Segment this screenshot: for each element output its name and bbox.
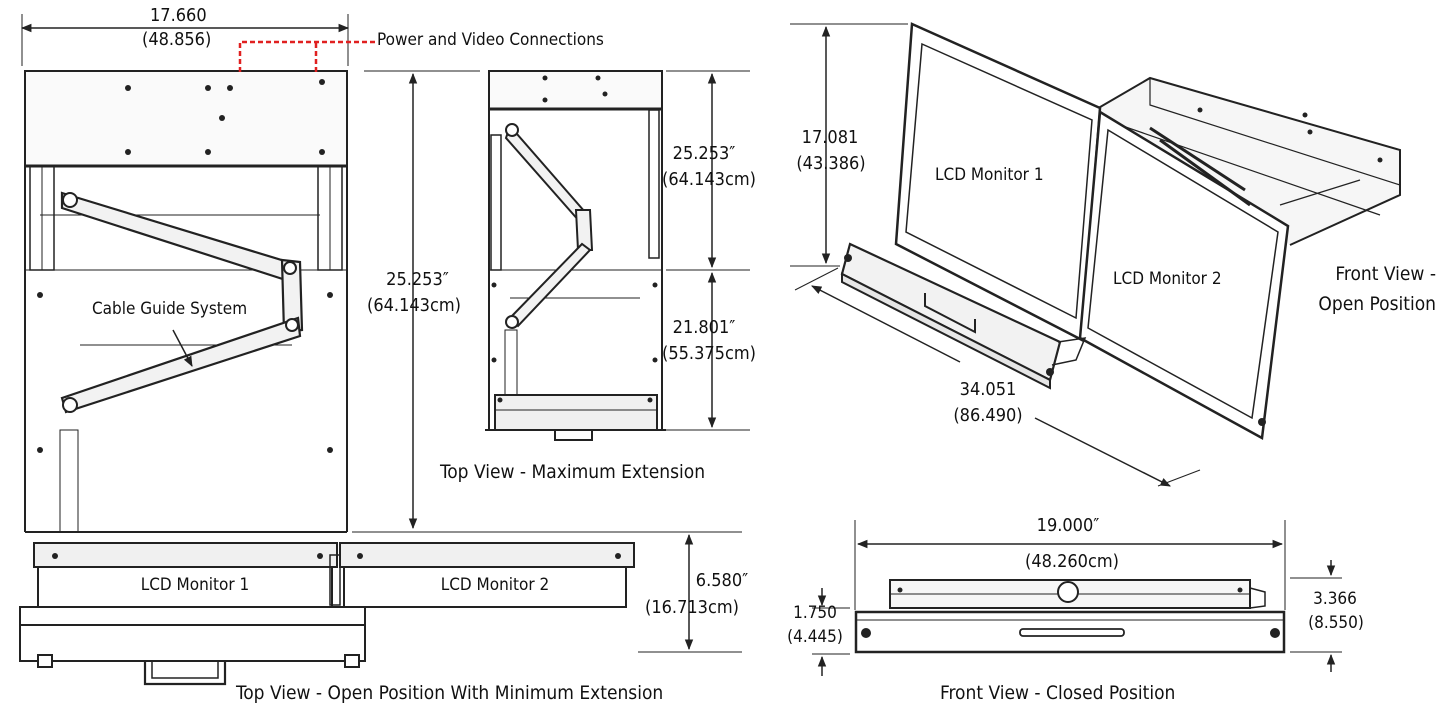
height-closed-left-in: 1.750 xyxy=(793,603,837,623)
depth-max-lower-in: 21.801″ xyxy=(672,317,736,338)
height-closed-right-in: 3.366 xyxy=(1313,589,1357,609)
diagonal-open-cm: (86.490) xyxy=(953,405,1023,426)
depth-max-upper-in: 25.253″ xyxy=(672,143,736,164)
depth-open-cm: (64.143cm) xyxy=(367,295,461,316)
monitor-depth-cm: (16.713cm) xyxy=(645,597,739,618)
lcd-monitor-1-front-label: LCD Monitor 1 xyxy=(935,165,1044,185)
depth-open-in: 25.253″ xyxy=(386,269,449,290)
depth-max-upper-cm: (64.143cm) xyxy=(662,169,756,190)
height-closed-left-cm: (4.445) xyxy=(787,627,843,647)
width-top-cm: (48.856) xyxy=(142,29,212,50)
title-front-view-open-line1: Front View - xyxy=(1335,263,1436,285)
front-view-open xyxy=(840,22,1401,440)
lcd-monitor-2-front-label: LCD Monitor 2 xyxy=(1113,269,1222,289)
lcd-monitor-1-top-label: LCD Monitor 1 xyxy=(140,575,250,595)
title-front-view-closed: Front View - Closed Position xyxy=(940,682,1176,704)
diagonal-open-in: 34.051 xyxy=(959,379,1017,400)
front-view-closed xyxy=(854,579,1286,654)
height-closed-right-cm: (8.550) xyxy=(1308,613,1364,633)
screw-dots xyxy=(37,79,621,559)
monitor-depth-in: 6.580″ xyxy=(695,570,749,591)
lcd-monitor-2-top-label: LCD Monitor 2 xyxy=(440,575,550,595)
width-front-cm: (48.260cm) xyxy=(1025,551,1119,572)
width-front-in: 19.000″ xyxy=(1036,515,1100,536)
depth-max-lower-cm: (55.375cm) xyxy=(662,343,756,364)
title-front-view-open-line2: Open Position xyxy=(1318,293,1436,315)
title-top-view-max: Top View - Maximum Extension xyxy=(440,461,706,483)
height-open-in: 17.081 xyxy=(801,127,859,148)
top-view-open xyxy=(19,70,635,686)
top-view-max xyxy=(485,70,666,441)
title-top-view-open: Top View - Open Position With Minimum Ex… xyxy=(236,682,664,704)
width-top-in: 17.660 xyxy=(150,5,207,26)
cable-guide-label: Cable Guide System xyxy=(92,299,248,319)
power-connections-label: Power and Video Connections xyxy=(377,30,604,50)
height-open-cm: (43.386) xyxy=(796,153,866,174)
